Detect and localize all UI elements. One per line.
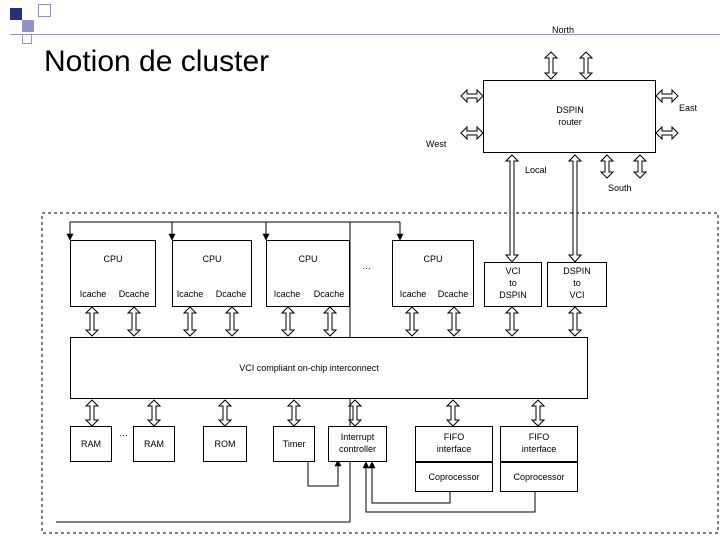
fifo2-line2: interface [521,444,557,454]
vci-to-dspin-line2: to [509,278,517,288]
dspin-router [483,80,656,153]
vci-to-dspin-line3: DSPIN [499,290,527,300]
north-label: North [552,25,575,35]
rom-port [217,399,233,427]
ram-block-1: RAM [70,426,112,462]
dspin-to-vci-line3: VCI [569,290,585,300]
deco-square [38,4,51,17]
router-east-port-2 [655,125,679,141]
dspin-to-vci-line2: to [573,278,581,288]
coproc1-irq-line [368,461,451,504]
icache2-port [182,306,198,337]
vci-to-dspin-converter [484,262,542,307]
ram-block-2: RAM [133,426,175,462]
deco-square [22,20,34,32]
fifo-interface-block-2 [500,426,578,462]
east-label: East [679,103,698,113]
icache-label: Icache [399,289,427,299]
dcache2-port [224,306,240,337]
cpu-ellipsis: … [362,261,371,271]
coprocessor-label: Coprocessor [513,471,565,482]
cpu-label: CPU [103,254,123,264]
router-label-line2: router [558,117,582,127]
cpu-block-3 [266,240,350,307]
interconnect-label: VCI compliant on-chip interconnect [239,363,379,373]
timer-irq-line [307,459,342,487]
fifo1-line1: FIFO [443,432,465,442]
ram1-port [84,399,100,427]
icache-label: Icache [273,289,301,299]
router-west-port-2 [460,125,484,141]
coprocessor-block-1: Coprocessor [415,462,493,492]
cpu-label: CPU [298,254,318,264]
dcache1-port [126,306,142,337]
cpu-label: CPU [202,254,222,264]
south-label: South [608,183,632,193]
ram-label: RAM [144,438,164,449]
icache1-port [84,306,100,337]
dcache-label: Dcache [215,289,247,299]
vci-to-dspin-line1: VCI [505,266,521,276]
interrupt-line2: controller [338,444,376,454]
coprocessor-label: Coprocessor [428,471,480,482]
dcache3-port [322,306,338,337]
slide-title: Notion de cluster [44,45,270,78]
dcache-label: Dcache [437,289,469,299]
coprocessor-block-2: Coprocessor [500,462,578,492]
dcache-label: Dcache [118,289,150,299]
cpu-block-4 [392,240,474,307]
dspin-to-vci-port [567,306,583,337]
router-south-port-2 [632,154,648,179]
timer-block: Timer [273,426,315,462]
interrupt-controller-block [328,426,387,462]
cpu-block-1 [70,240,156,307]
local-link-vci-to-dspin [504,154,520,263]
fifo1-port [445,399,461,427]
local-label: Local [525,165,547,175]
dspin-to-vci-line1: DSPIN [563,266,591,276]
router-west-port-1 [460,88,484,104]
router-north-port-1 [543,51,559,80]
local-link-dspin-to-vci [567,154,583,263]
ram-ellipsis: … [119,428,128,438]
cpu-block-2 [172,240,252,307]
icache3-port [280,306,296,337]
fifo1-line2: interface [436,444,472,454]
icache-label: Icache [176,289,204,299]
west-label: West [426,139,447,149]
router-label-line1: DSPIN [556,105,584,115]
timer-label: Timer [282,438,306,449]
cluster-boundary [41,212,719,534]
fifo-interface-block-1 [415,426,493,462]
interrupt-line1: Interrupt [340,432,375,442]
fifo2-port [530,399,546,427]
cpu-label: CPU [423,254,443,264]
ram2-port [146,399,162,427]
rom-block: ROM [203,426,247,462]
title-rule [10,34,720,35]
ram-label: RAM [81,438,101,449]
rom-label: ROM [214,438,236,449]
router-south-port-1 [599,154,615,179]
dspin-to-vci-converter [547,262,607,307]
vci-to-dspin-port [504,306,520,337]
router-north-port-2 [578,51,594,80]
fifo2-line1: FIFO [528,432,550,442]
icache-label: Icache [79,289,107,299]
dcache4-port [446,306,462,337]
icache4-port [404,306,420,337]
router-east-port-1 [655,88,679,104]
deco-square [10,8,22,20]
coproc2-irq-line [362,461,536,513]
vci-interconnect [70,337,588,399]
interrupt-port [347,399,363,427]
timer-port [286,399,302,427]
dcache-label: Dcache [313,289,345,299]
